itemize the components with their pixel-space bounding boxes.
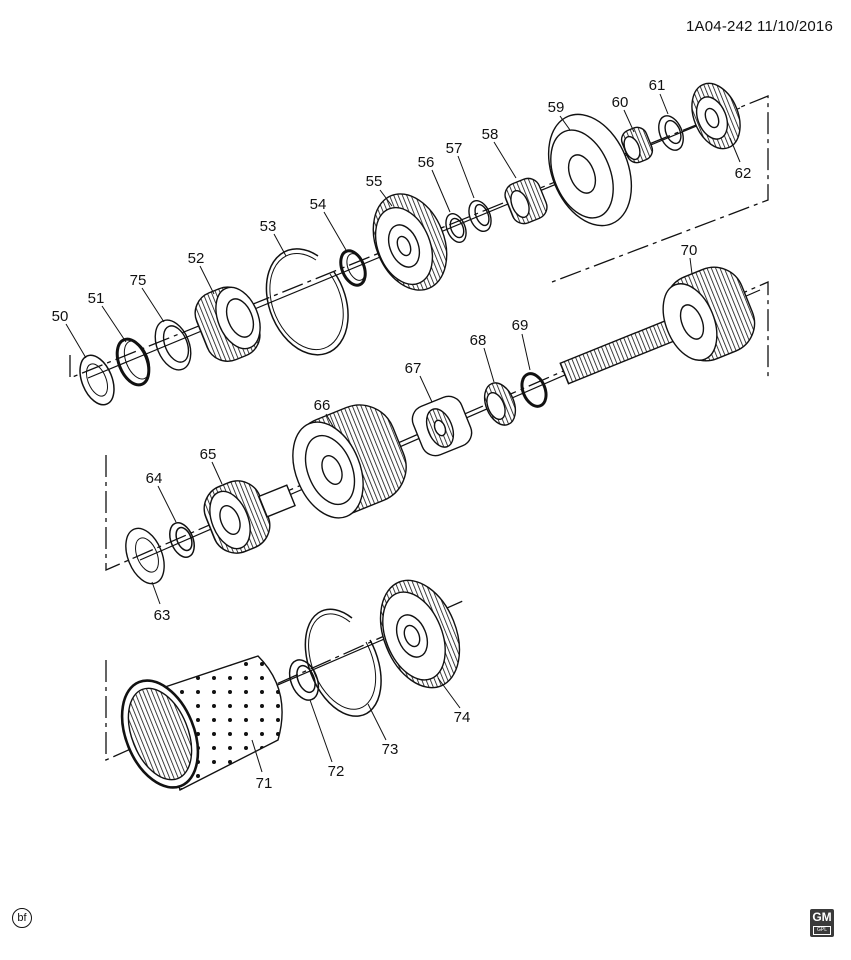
leader-68: [483, 347, 495, 383]
leader-72: [309, 699, 333, 763]
gm-logo-text: GM: [812, 910, 832, 924]
callout-73: 73: [382, 741, 399, 758]
leader-66: [325, 413, 335, 429]
leader-65: [211, 461, 223, 485]
part-75-thrust-washer: [154, 319, 192, 371]
callout-56: 56: [418, 154, 435, 171]
leader-59: [559, 115, 571, 131]
part-54-snap-ring: [339, 249, 367, 287]
callout-50: 50: [52, 308, 69, 325]
callout-65: 65: [200, 446, 217, 463]
leader-56: [431, 169, 451, 213]
leader-58: [493, 141, 517, 179]
leader-51: [101, 305, 127, 343]
callout-57: 57: [446, 140, 463, 157]
bf-mark: bf: [12, 908, 32, 928]
part-51-snap-ring: [115, 337, 151, 387]
part-53-snap-ring: [265, 248, 349, 356]
leader-lines: [65, 93, 741, 773]
part-74-piston: [379, 579, 461, 689]
leader-69: [521, 333, 531, 371]
gm-logo: GM GPL: [810, 909, 834, 937]
part-70-output-shaft: [559, 266, 756, 385]
part-71-clutch-housing: [120, 655, 283, 792]
part-57-thrust-washer: [468, 199, 492, 233]
part-67-carrier: [411, 395, 473, 457]
leader-71: [251, 739, 263, 773]
part-64-thrust-washer: [169, 522, 195, 558]
part-56-thrust-washer: [445, 212, 467, 244]
leader-52: [199, 265, 215, 295]
callout-58: 58: [482, 126, 499, 143]
leader-54: [323, 211, 347, 251]
callout-74: 74: [454, 709, 471, 726]
callout-55: 55: [366, 173, 383, 190]
leader-61: [659, 93, 669, 115]
leader-63: [151, 581, 161, 605]
part-69-snap-ring: [520, 372, 548, 408]
leader-73: [367, 703, 387, 741]
leader-60: [623, 109, 635, 133]
callout-61: 61: [649, 77, 666, 94]
part-59-drum: [547, 113, 633, 227]
leader-50: [65, 323, 87, 359]
part-61-thrust-washer: [658, 115, 684, 151]
callout-51: 51: [88, 290, 105, 307]
callout-70: 70: [681, 242, 698, 259]
callout-63: 63: [154, 607, 171, 624]
leader-75: [141, 287, 165, 323]
leader-53: [273, 233, 287, 257]
part-68-bearing: [483, 382, 517, 426]
leader-62: [729, 137, 741, 163]
part-65-carrier-assembly: [203, 480, 296, 554]
leader-64: [157, 485, 177, 523]
callout-71: 71: [256, 775, 273, 792]
callout-62: 62: [735, 165, 752, 182]
part-73-snap-ring: [304, 608, 382, 717]
part-52-ring-gear: [194, 286, 261, 362]
callout-67: 67: [405, 360, 422, 377]
callout-72: 72: [328, 763, 345, 780]
callout-52: 52: [188, 250, 205, 267]
part-55-carrier-assembly: [372, 193, 448, 291]
leader-74: [437, 677, 461, 709]
leader-57: [457, 155, 475, 199]
callout-64: 64: [146, 470, 163, 487]
leader-70: [689, 257, 693, 275]
callout-53: 53: [260, 218, 277, 235]
part-63-retainer-plate: [125, 527, 165, 585]
part-72-thrust-washer: [288, 659, 320, 701]
panel-bottom-outline: [105, 599, 466, 762]
callouts: 50 51 75 52 53 54 55 56 57 58 59 60 61 6…: [52, 77, 752, 792]
part-60-bearing: [620, 126, 654, 164]
callout-75: 75: [130, 272, 147, 289]
callout-69: 69: [512, 317, 529, 334]
callout-66: 66: [314, 397, 331, 414]
part-58-sun-gear: [504, 177, 548, 225]
leader-67: [419, 375, 433, 403]
callout-59: 59: [548, 99, 565, 116]
part-50-retainer-plate: [79, 354, 115, 406]
panel-top-outline: [69, 95, 769, 379]
gm-logo-sub: GPL: [813, 926, 831, 935]
part-62-carrier: [691, 82, 741, 150]
diagram-code: 1A04-242 11/10/2016: [686, 18, 833, 35]
callout-68: 68: [470, 332, 487, 349]
leader-55: [379, 189, 393, 207]
callout-54: 54: [310, 196, 327, 213]
callout-60: 60: [612, 94, 629, 111]
part-66-clutch-drum: [292, 404, 407, 519]
